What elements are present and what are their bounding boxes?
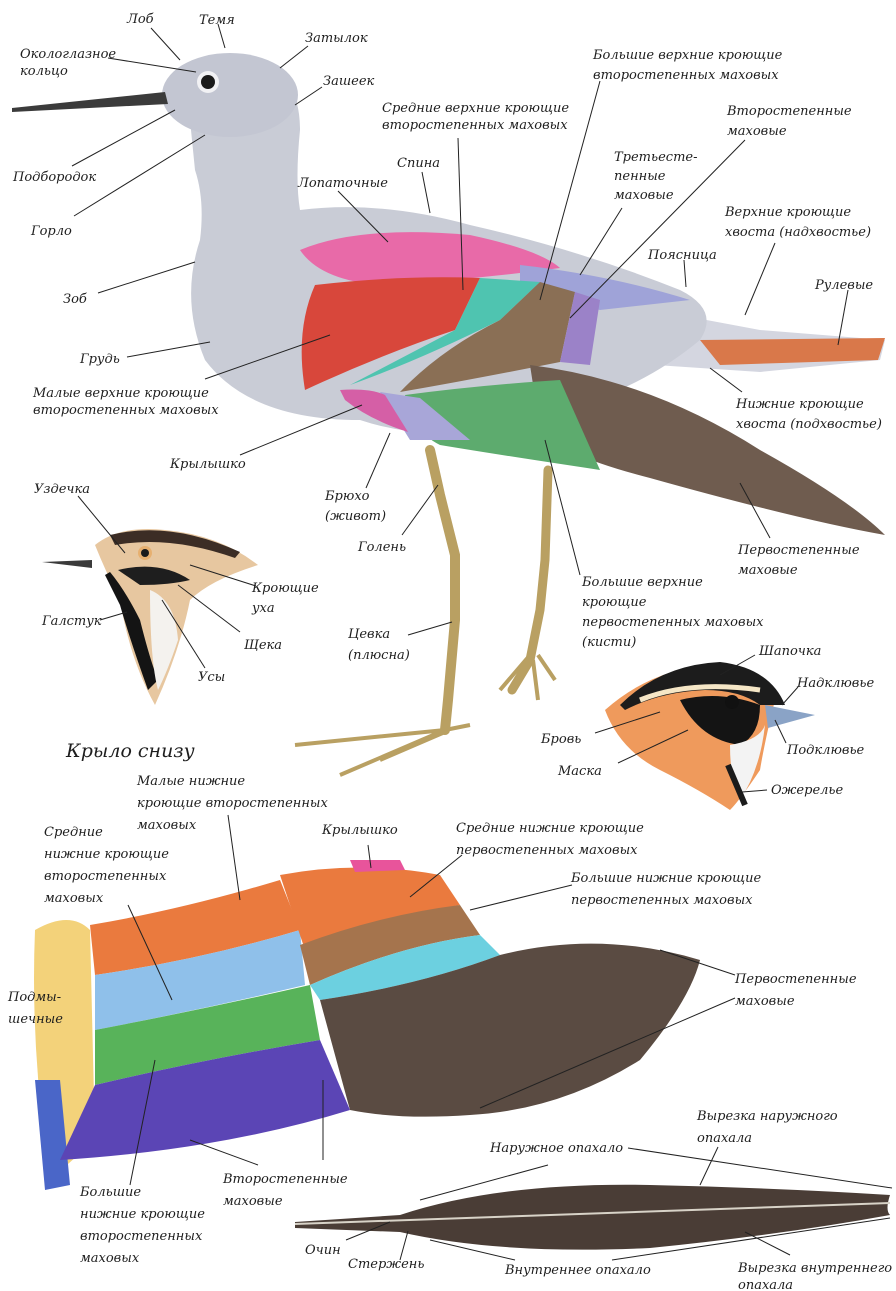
label-sterzhen: Стержень	[348, 1257, 424, 1272]
label-zasheek: Зашеек	[323, 74, 375, 89]
label-ochin: Очин	[305, 1243, 341, 1258]
label-gorlo: Горло	[30, 224, 72, 239]
label-brov: Бровь	[540, 732, 581, 747]
section-title: Крыло снизу	[65, 740, 195, 762]
feather-illustration	[295, 1185, 890, 1250]
label-krylyshko-bottom: Крылышко	[321, 823, 398, 838]
label-rulevye: Рулевые	[814, 278, 873, 293]
bird-head	[162, 53, 298, 137]
label-naruzhnoe-opakhalo: Наружное опахало	[489, 1141, 623, 1156]
label-grud: Грудь	[79, 352, 120, 367]
label-galstuk: Галстук	[41, 614, 102, 629]
label-nadklyuve: Надклювье	[796, 676, 874, 691]
label-bryukho: Брюхо(живот)	[324, 489, 386, 524]
label-lob: Лоб	[126, 12, 154, 27]
label-ozherelye: Ожерелье	[771, 783, 843, 798]
label-temya: Темя	[199, 13, 235, 28]
bird-beak	[12, 92, 168, 112]
label-zob: Зоб	[63, 292, 87, 307]
label-shapochka: Шапочка	[758, 644, 821, 659]
label-podborodok: Подбородок	[12, 170, 96, 185]
label-usy: Усы	[198, 670, 225, 685]
feather	[295, 1185, 890, 1250]
label-poyasnitsa: Поясница	[647, 248, 717, 263]
label-lopatochnye: Лопаточные	[297, 176, 388, 191]
label-shcheka: Щека	[244, 638, 282, 653]
label-krylyshko-top: Крылышко	[169, 457, 246, 472]
label-spina: Спина	[397, 156, 440, 171]
label-vnutrennee-opakhalo: Внутреннее опахало	[504, 1263, 651, 1278]
label-tsevka: Цевка(плюсна)	[348, 627, 410, 663]
label-maska: Маска	[557, 764, 602, 779]
label-uzdechka: Уздечка	[34, 482, 90, 497]
label-podklyuve: Подклювье	[786, 743, 865, 758]
label-zatylok: Затылок	[305, 31, 368, 46]
label-golen: Голень	[357, 540, 406, 555]
eye-icon	[201, 75, 215, 89]
